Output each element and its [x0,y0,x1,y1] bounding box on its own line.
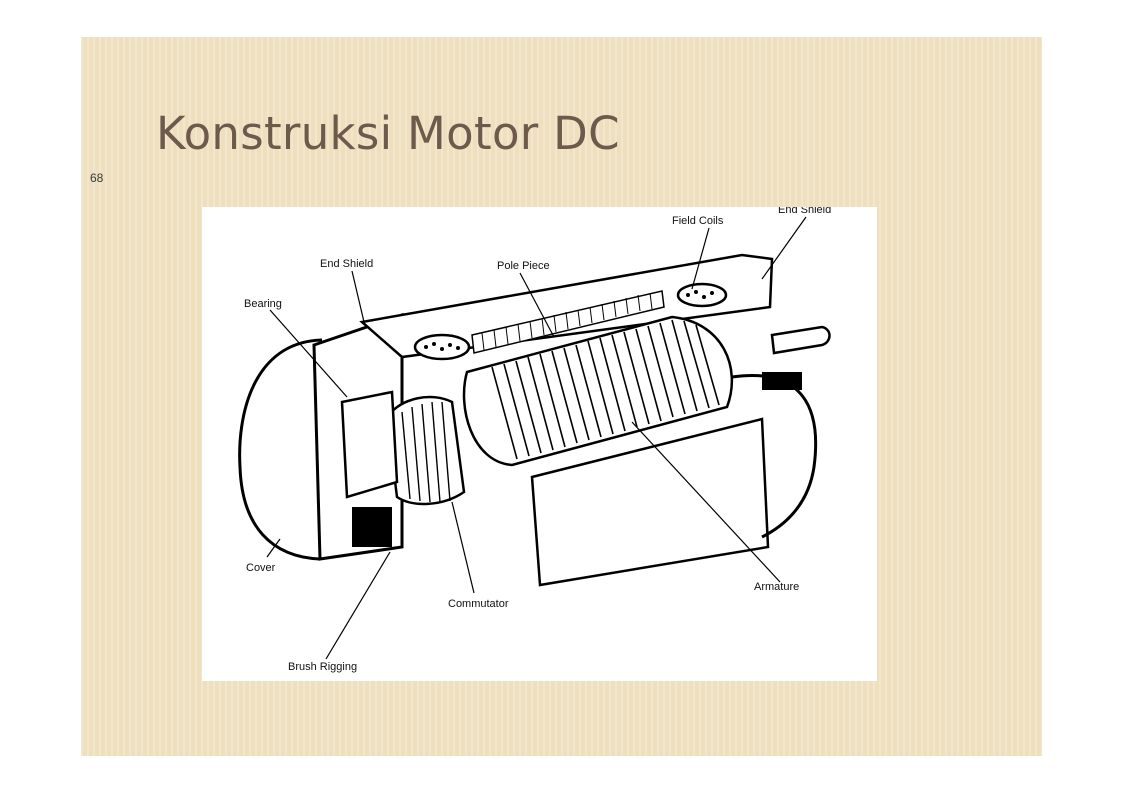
cover-shape [238,338,323,561]
brush-rigging-holder [352,507,392,547]
slide-title: Konstruksi Motor DC [156,107,620,160]
armature-shape [462,315,734,467]
field-coil-dots [424,290,714,351]
label-bearing: Bearing [244,298,282,310]
shaft-shape [770,325,831,355]
label-field-coils: Field Coils [672,215,724,227]
page-number: 68 [90,171,104,185]
motor-cutaway-illustration: End Shield Pole Piece Field Coils End Sh… [238,207,831,673]
label-end-shield-left: End Shield [320,258,373,270]
motor-diagram: End Shield Pole Piece Field Coils End Sh… [202,207,877,681]
frame-right-feet [762,372,802,390]
label-commutator: Commutator [448,598,509,610]
leader-lines [266,216,807,660]
commutator-bars [401,401,451,503]
frame-base-shape [530,417,770,587]
brush-rigging-shape [340,390,399,499]
field-coil-right [676,282,728,308]
label-pole-piece: Pole Piece [497,260,550,272]
armature-windings [491,319,720,460]
label-cover: Cover [246,562,276,574]
pole-piece-laminations [471,290,665,354]
slide: Konstruksi Motor DC 68 [81,37,1042,756]
label-end-shield-right: End Shield [778,207,831,216]
frame-top-shape [359,253,774,359]
label-armature: Armature [754,581,799,593]
label-brush-rigging: Brush Rigging [288,661,357,673]
